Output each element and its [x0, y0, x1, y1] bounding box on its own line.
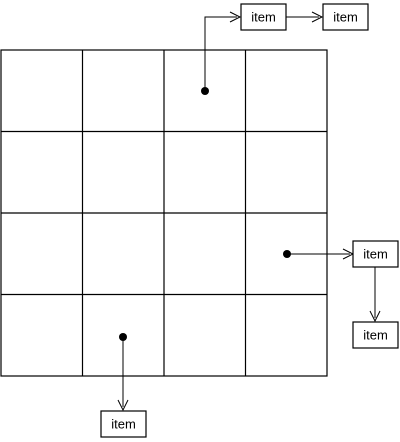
item-box	[352, 321, 399, 349]
arrow-head	[369, 310, 381, 323]
pointer-line	[204, 16, 237, 91]
item-box	[322, 3, 369, 31]
item-box	[352, 240, 399, 268]
item-node: item	[352, 240, 399, 268]
chain-top: item item	[201, 3, 369, 95]
item-node: item	[352, 321, 399, 349]
item-node: item	[240, 3, 287, 31]
bucket-grid	[0, 49, 328, 377]
item-label: item	[251, 10, 276, 25]
item-label: item	[363, 328, 388, 343]
arrow-head	[117, 399, 129, 412]
item-node: item	[100, 410, 147, 438]
item-box	[100, 410, 147, 438]
item-label: item	[363, 247, 388, 262]
arrow-head	[311, 11, 324, 23]
item-label: item	[333, 10, 358, 25]
arrow-head	[229, 11, 242, 23]
chain-right: item item	[283, 240, 399, 349]
chain-bottom: item	[100, 333, 147, 438]
item-node: item	[322, 3, 369, 31]
item-label: item	[111, 417, 136, 432]
